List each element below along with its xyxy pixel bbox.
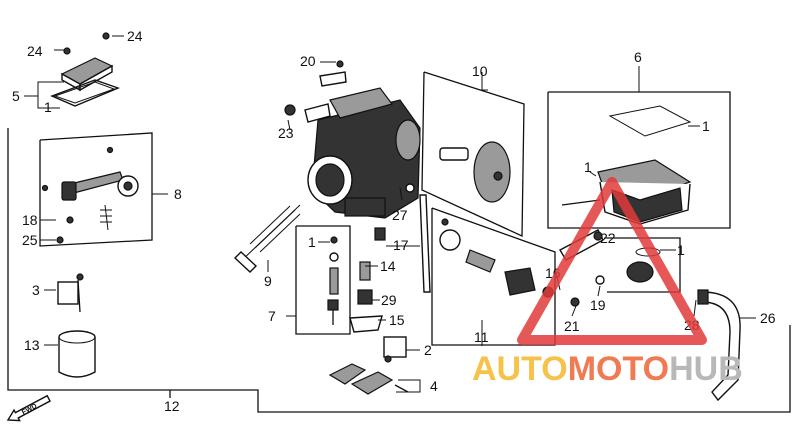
callout-1: 1	[702, 118, 710, 134]
watermark-auto: AUTO	[472, 350, 568, 388]
warning-triangle-icon	[517, 177, 707, 345]
drain-tube-part	[233, 204, 301, 273]
callout-1: 1	[584, 159, 592, 175]
jet-set-box	[295, 225, 351, 335]
callout-13: 13	[24, 337, 40, 353]
callout-1: 1	[44, 99, 52, 115]
float-chamber-box	[547, 91, 731, 229]
callout-9: 9	[264, 273, 272, 289]
svg-text:AUTOMOTOHUB: AUTOMOTOHUB	[472, 350, 743, 388]
callout-23: 23	[278, 125, 294, 141]
top-cover-part	[50, 32, 120, 107]
callout-17: 17	[393, 237, 409, 253]
callout-21: 21	[564, 318, 580, 334]
needle-holder-part	[57, 273, 84, 313]
callout-12: 12	[164, 398, 180, 414]
callout-2: 2	[424, 342, 432, 358]
watermark-moto: MOTO	[568, 350, 669, 388]
pump-box	[421, 71, 525, 238]
callout-18: 18	[22, 212, 38, 228]
callout-25: 25	[22, 232, 38, 248]
float-valve-part	[349, 227, 386, 333]
watermark-hub: HUB	[669, 350, 743, 388]
callout-4: 4	[430, 378, 438, 394]
callout-10: 10	[472, 63, 488, 79]
leader-lines	[24, 35, 756, 393]
callout-15: 15	[389, 312, 405, 328]
callout-1: 1	[677, 242, 685, 258]
callout-24: 24	[127, 28, 143, 44]
callout-7: 7	[268, 308, 276, 324]
callout-24: 24	[27, 43, 43, 59]
callout-22: 22	[600, 230, 616, 246]
fwd-label: FWD	[21, 403, 38, 417]
carburetor-body	[284, 60, 421, 219]
callout-19: 19	[590, 297, 606, 313]
callout-8: 8	[174, 186, 182, 202]
callout-3: 3	[32, 282, 40, 298]
fuel-tube-part	[419, 194, 431, 293]
watermark-logo: AUTOMOTOHUB	[472, 177, 743, 388]
callout-27: 27	[392, 207, 408, 223]
callout-11: 11	[474, 329, 489, 345]
slide-part	[58, 330, 96, 378]
callout-26: 26	[760, 310, 776, 326]
bottom-parts	[328, 336, 409, 395]
assembly-outline	[7, 128, 791, 413]
callout-6: 6	[634, 49, 642, 65]
callout-1: 1	[308, 234, 316, 250]
callout-14: 14	[380, 258, 396, 274]
linkage-box	[39, 132, 153, 247]
drain-hose-part	[697, 289, 741, 402]
forward-arrow: FWD	[6, 394, 51, 422]
callout-labels: 24 24 5 1 8 18 25 3 13 20 23 10 6 1 1 27…	[12, 28, 776, 414]
callout-29: 29	[381, 292, 397, 308]
callout-5: 5	[12, 88, 20, 104]
callout-20: 20	[300, 53, 316, 69]
cutoff-valve-box	[431, 207, 556, 346]
